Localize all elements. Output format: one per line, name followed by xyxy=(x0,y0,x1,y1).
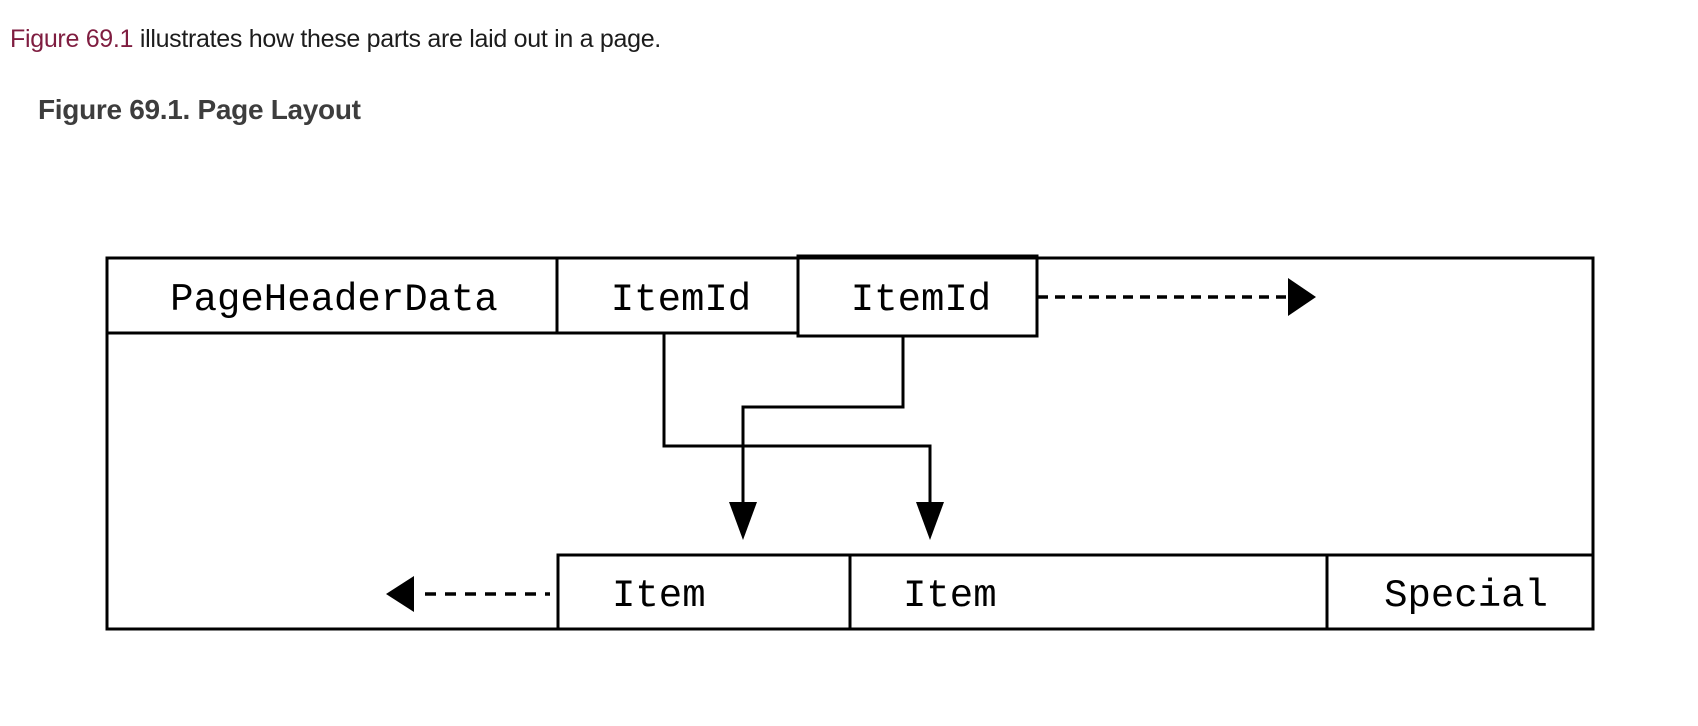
item-2-label: Item xyxy=(903,574,997,618)
down-arrowhead-icon xyxy=(729,502,757,540)
intro-text: illustrates how these parts are laid out… xyxy=(133,25,661,53)
intro-paragraph: Figure 69.1 illustrates how these parts … xyxy=(10,25,661,54)
right-arrowhead-icon xyxy=(1288,278,1316,316)
down-arrowhead-icon xyxy=(916,502,944,540)
left-arrowhead-icon xyxy=(386,576,414,612)
item-id-2-box xyxy=(796,254,1039,338)
figure-link[interactable]: Figure 69.1 xyxy=(10,25,134,53)
special-label: Special xyxy=(1384,574,1548,618)
item-id-1-label: ItemId xyxy=(611,278,751,322)
item-id-2-label: ItemId xyxy=(851,278,991,322)
figure-caption: Figure 69.1. Page Layout xyxy=(38,94,361,125)
connector-itemid1-to-item2 xyxy=(662,333,932,504)
special-box xyxy=(1325,553,1595,631)
connector-itemid2-to-item1 xyxy=(741,336,905,504)
item-1-label: Item xyxy=(612,574,706,618)
page-header-label: PageHeaderData xyxy=(170,278,498,322)
